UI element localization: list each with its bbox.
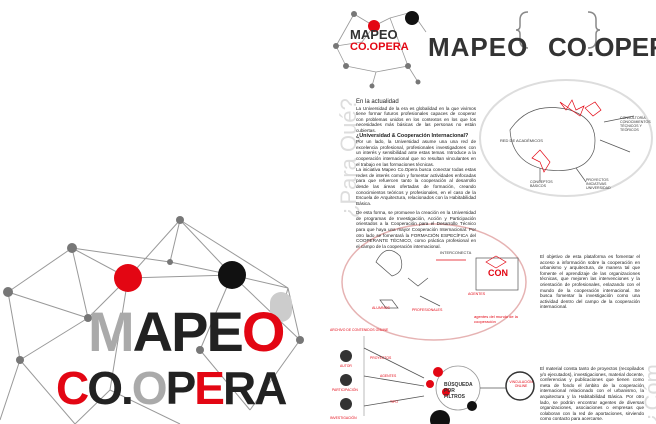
intro-p3: La iniciativa Mapeo Co.Opera busca conec… <box>356 167 476 206</box>
large-logo-line1: MAPEO <box>88 304 285 360</box>
red-node <box>114 264 142 292</box>
intro-text: En la actualidad La Universidad de la er… <box>356 99 476 249</box>
diagram3-label-archive: ARCHIVO DE CONTENIDOS ONLINE <box>330 328 389 332</box>
diagram3-label-autor: AUTOR <box>340 364 352 368</box>
diagram3-label-online: VINCULACIÓN ONLINE <box>509 380 533 388</box>
diagram2-label-con: CON <box>488 268 508 278</box>
logo-letter: E <box>194 362 225 414</box>
diagram-search <box>363 336 535 416</box>
diagram1-label-academics: RED DE ACADÉMICOS <box>500 138 543 143</box>
diagram-academics <box>479 79 653 197</box>
diagram2-label-alumnos: ALUMNOS <box>372 306 390 310</box>
diagram1-label-consulting: CONSULTORÍA CONOCIMIENTOS TÉCNICOS Y TEÓ… <box>620 116 651 132</box>
diagram2-label-profesionales: PROFESIONALES <box>412 308 443 312</box>
diagram3-label-search: BÚSQUEDA POR FILTROS <box>444 382 473 400</box>
logo-letter: E <box>206 300 243 363</box>
diagram-interconnect <box>341 223 527 341</box>
small-logo: MAPEO CO.OPERA <box>350 28 409 53</box>
logo-letter: R <box>222 362 256 414</box>
logo-letter: P <box>165 362 197 414</box>
diagram2-label-world: agentes del mundo de la cooperación <box>474 314 518 324</box>
small-logo-line1: MAPEO <box>350 27 398 42</box>
diagram3-label-investigacion: INVESTIGACIÓN <box>330 416 357 420</box>
black-node <box>218 261 246 289</box>
brace-decoration <box>515 11 601 49</box>
intro-p2: Por un lado, la Universidad asume una un… <box>356 139 476 167</box>
intro-p4: De esta forma, se promueve la creación e… <box>356 210 476 249</box>
intro-question: ¿Universidad & Cooperación Internacional… <box>356 132 469 139</box>
logo-letter: O <box>241 300 286 363</box>
diagram1-label-concepts: CONCEPTOS BÁSICOS <box>530 180 553 188</box>
header-title-left: MAPEO <box>428 32 529 62</box>
objective-text: El objetivo de esta plataforma es foment… <box>540 254 640 310</box>
diagram2-label-agentes: AGENTES <box>468 292 486 296</box>
diagram3-label-tipo: TIPO <box>390 400 398 404</box>
logo-letter: A <box>132 300 173 363</box>
logo-letter: O <box>87 362 123 414</box>
intro-heading: En la actualidad <box>356 99 399 105</box>
logo-letter: . <box>121 362 134 414</box>
logo-letter: M <box>88 300 135 363</box>
intro-p1: La Universidad de la era es globalidad e… <box>356 105 476 133</box>
diagram3-label-participacion: PARTICIPACIÓN <box>332 388 358 392</box>
logo-letter: O <box>131 362 168 414</box>
logo-letter: P <box>171 300 208 363</box>
diagram3-label-agentes: AGENTES <box>380 374 397 378</box>
logo-letter: C <box>56 362 89 414</box>
bottom-text: El material consta tanto de proyectos (r… <box>540 366 644 422</box>
diagram2-label-interconnect: INTERCONECTA <box>440 250 472 255</box>
small-logo-line2: CO.OPERA <box>350 41 409 53</box>
logo-letter: A <box>254 362 287 414</box>
header-title-right: CO.OPERA <box>548 32 656 62</box>
diagram3-label-proyectos: PROYECTOS <box>370 356 392 360</box>
large-logo-line2: CO.OPERA <box>56 362 287 414</box>
diagram1-label-projects: PROYECTOS INICIATIVAS UNIVERSIDAD <box>586 178 611 190</box>
large-logo: MAPEO CO.OPERA <box>56 304 288 424</box>
